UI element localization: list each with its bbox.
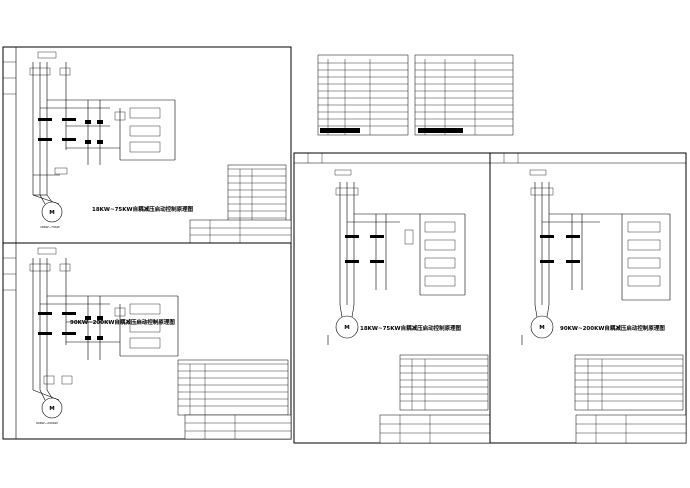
- drawing-sheet-1: M 18KW~75KW 18KW~75KW自耦减压启动控制原理图: [2, 46, 292, 244]
- diagram-title-4: 90KW~200KW自耦减压启动控制原理图: [560, 324, 665, 332]
- motor-label-3: M: [344, 325, 349, 331]
- drawing-sheet-2: M 90KW~200KW 90KW~200KW自耦减压启动控制原理图: [2, 242, 292, 440]
- motor-label-2: M: [49, 406, 54, 412]
- diagram-title-3: 18KW~75KW自耦减压启动控制原理图: [360, 324, 462, 332]
- drawing-sheet-4: M 90KW~200KW自耦减压启动控制原理图: [489, 152, 687, 444]
- motor-label-4: M: [539, 325, 544, 331]
- diagram-title-1: 18KW~75KW自耦减压启动控制原理图: [92, 205, 194, 213]
- component-table-top-left: [317, 54, 409, 136]
- motor-rating-1: 18KW~75KW: [40, 225, 60, 229]
- diagram-title-2: 90KW~200KW自耦减压启动控制原理图: [70, 318, 175, 326]
- motor-label-1: M: [49, 210, 54, 216]
- motor-rating-2: 90KW~200KW: [36, 421, 58, 425]
- component-table-top-right: [414, 54, 514, 136]
- drawing-sheet-3: M 18KW~75KW自耦减压启动控制原理图: [293, 152, 491, 444]
